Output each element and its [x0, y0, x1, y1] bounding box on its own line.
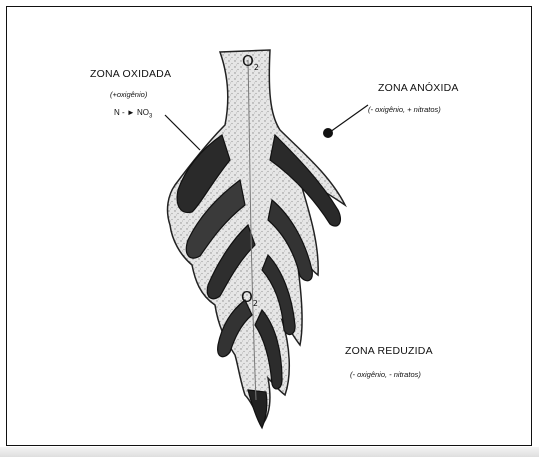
oxygen-subscript: 2 — [254, 63, 259, 72]
zona-reduzida-title: ZONA REDUZIDA — [345, 345, 433, 357]
reaction-subscript: 3 — [149, 114, 152, 120]
root-tip — [248, 390, 267, 428]
leader-zona-oxidada — [165, 115, 200, 150]
oxygen-label-top: O2 — [242, 52, 259, 72]
zona-anoxida-condition: (- oxigênio, + nitratos) — [368, 105, 441, 114]
oxygen-symbol: O — [241, 288, 253, 306]
leader-zona-anoxida — [330, 105, 368, 132]
zona-reduzida-condition: (- oxigênio, - nitratos) — [350, 370, 421, 379]
zona-oxidada-reaction: N - ► NO3 — [114, 108, 152, 120]
oxygen-symbol: O — [242, 52, 254, 70]
zona-oxidada-condition: (+oxigênio) — [110, 90, 147, 99]
oxygen-label-bottom: O2 — [241, 288, 258, 308]
zona-oxidada-title: ZONA OXIDADA — [90, 68, 171, 80]
anoxida-marker-dot — [323, 128, 333, 138]
reaction-text: N - ► NO — [114, 108, 149, 117]
oxygen-subscript: 2 — [253, 299, 258, 308]
zona-anoxida-title: ZONA ANÓXIDA — [378, 82, 459, 94]
